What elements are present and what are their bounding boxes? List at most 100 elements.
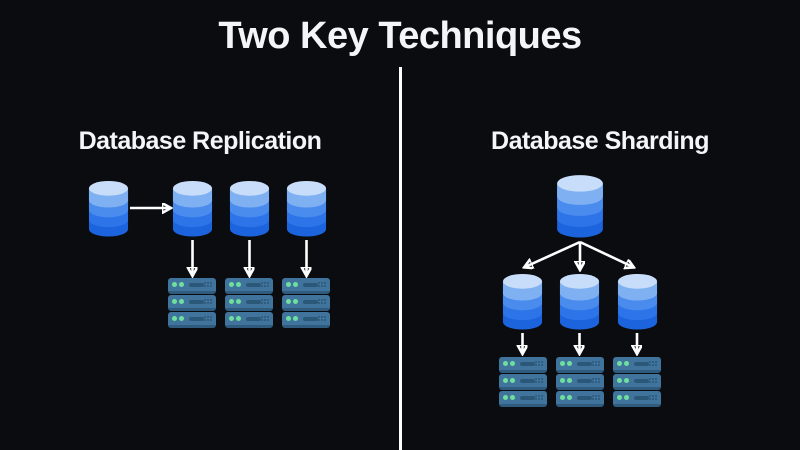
led-icon [560,361,565,366]
replication-panel: Database Replication [79,127,330,328]
led-icon [560,395,565,400]
led-icon [293,299,298,304]
led-icon [236,282,241,287]
database-icon [502,273,543,330]
led-icon [510,395,515,400]
led-icon [179,299,184,304]
server-unit [168,295,216,311]
vent-grid-icon [261,299,269,304]
server-unit [225,278,273,294]
led-icon [624,361,629,366]
vent-grid-icon [649,395,657,400]
led-icon [624,378,629,383]
vent-grid-icon [535,361,543,366]
vent-grid-icon [592,395,600,400]
database-icon [617,273,658,330]
drive-slot-icon [634,395,649,400]
vent-grid-icon [204,282,212,287]
server-unit [556,374,604,390]
led-icon [293,282,298,287]
led-icon [617,378,622,383]
led-icon [503,378,508,383]
led-icon [172,299,177,304]
led-icon [286,316,291,321]
drive-slot-icon [634,378,649,383]
vent-grid-icon [592,361,600,366]
vent-grid-icon [649,361,657,366]
vent-grid-icon [261,316,269,321]
led-icon [286,282,291,287]
server-unit [499,357,547,373]
server-unit [613,374,661,390]
vent-grid-icon [592,378,600,383]
database-icon [229,180,270,237]
vent-grid-icon [318,299,326,304]
arrow-icon [525,240,581,267]
drive-slot-icon [303,299,318,304]
server-stack-icon [168,278,216,328]
server-unit [282,278,330,294]
led-icon [510,378,515,383]
drive-slot-icon [303,316,318,321]
led-icon [236,316,241,321]
led-icon [236,299,241,304]
drive-slot-icon [577,395,592,400]
vent-grid-icon [261,282,269,287]
led-icon [229,316,234,321]
drive-slot-icon [246,282,261,287]
led-icon [293,316,298,321]
drive-slot-icon [577,378,592,383]
drive-slot-icon [520,378,535,383]
vent-grid-icon [535,395,543,400]
database-icon [286,180,327,237]
server-unit [225,295,273,311]
drive-slot-icon [577,361,592,366]
server-unit [168,278,216,294]
slide-title: Two Key Techniques [218,15,582,57]
vent-grid-icon [535,378,543,383]
led-icon [229,299,234,304]
server-unit [613,391,661,407]
sharding-heading: Database Sharding [491,127,709,155]
led-icon [286,299,291,304]
led-icon [624,395,629,400]
vent-grid-icon [204,299,212,304]
vent-grid-icon [204,316,212,321]
server-stack-icon [225,278,273,328]
led-icon [172,316,177,321]
drive-slot-icon [520,361,535,366]
led-icon [503,361,508,366]
server-stack-icon [613,357,661,407]
led-icon [510,361,515,366]
server-unit [613,357,661,373]
server-unit [556,357,604,373]
sharding-panel: Database Sharding [400,0,800,450]
led-icon [617,361,622,366]
server-unit [282,312,330,328]
drive-slot-icon [520,395,535,400]
server-stack-icon [282,278,330,328]
led-icon [567,361,572,366]
database-icon [556,174,604,238]
vent-grid-icon [649,378,657,383]
led-icon [567,395,572,400]
led-icon [229,282,234,287]
vertical-divider [399,67,402,450]
drive-slot-icon [246,299,261,304]
led-icon [567,378,572,383]
arrow-icon [579,240,633,267]
server-unit [499,374,547,390]
server-stack-icon [499,357,547,407]
server-stack-icon [556,357,604,407]
database-icon [559,273,600,330]
drive-slot-icon [189,299,204,304]
led-icon [179,316,184,321]
database-icon [172,180,213,237]
led-icon [179,282,184,287]
database-icon [88,180,129,237]
server-unit [168,312,216,328]
server-unit [556,391,604,407]
drive-slot-icon [303,282,318,287]
drive-slot-icon [246,316,261,321]
drive-slot-icon [634,361,649,366]
